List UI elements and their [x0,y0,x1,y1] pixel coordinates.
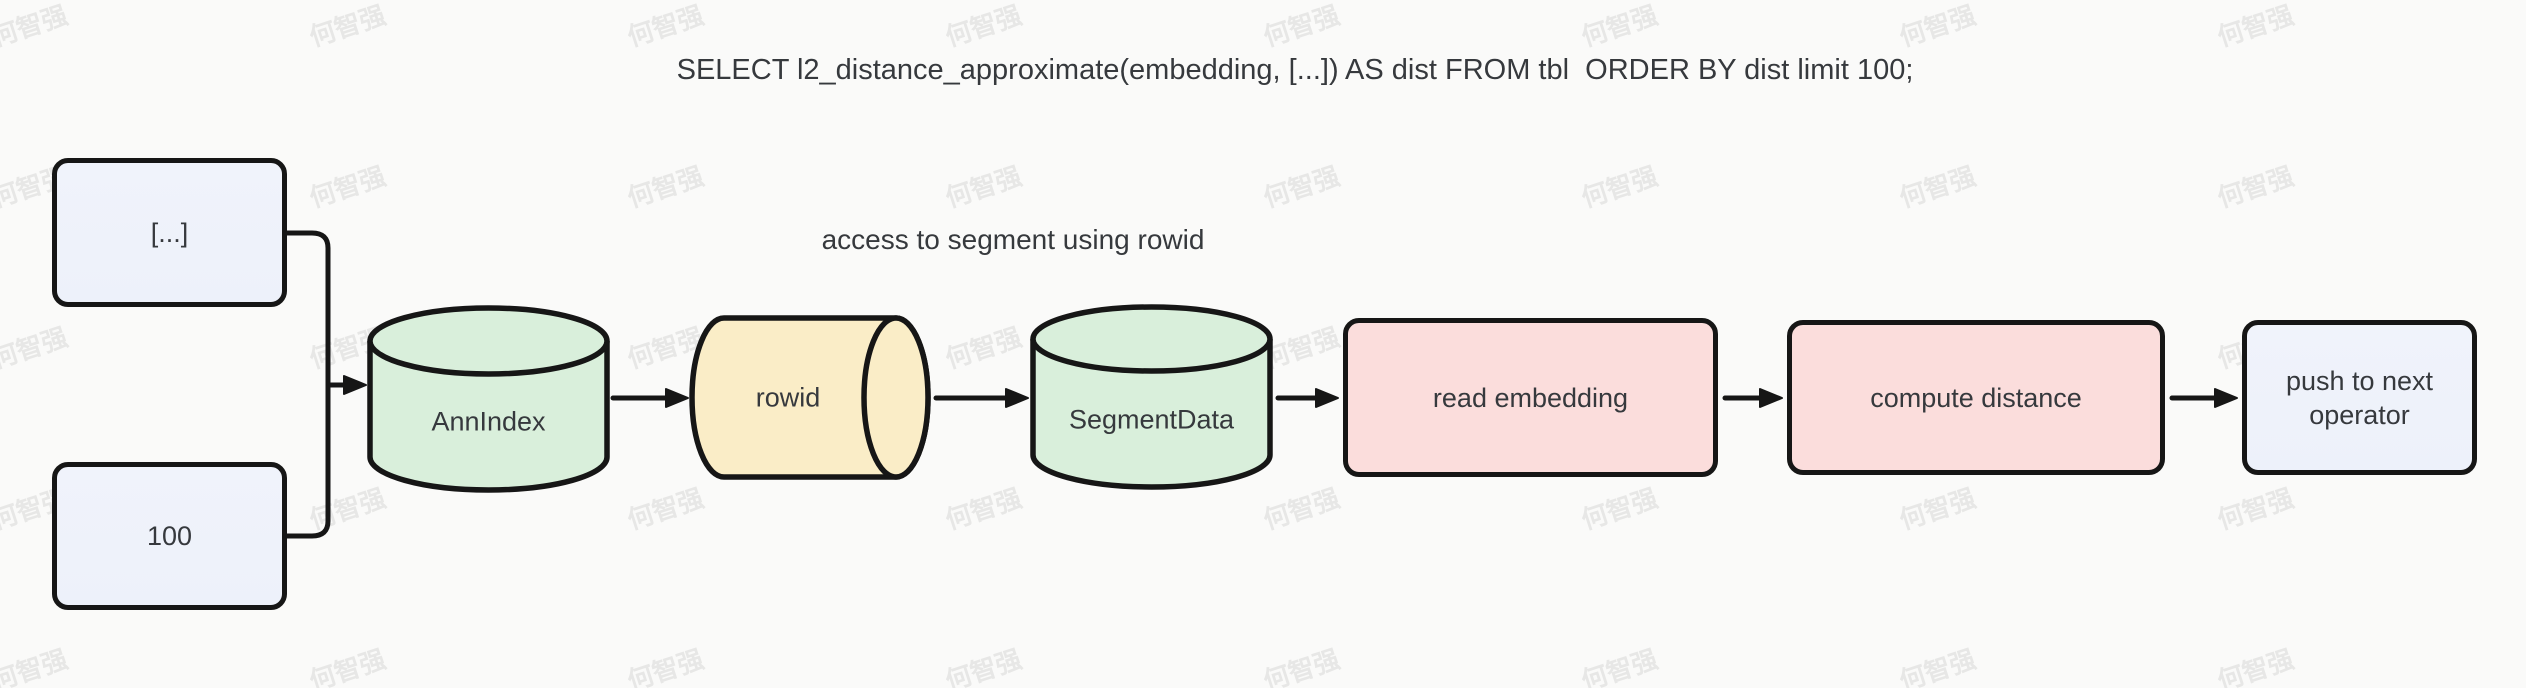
query-vector-box: [...] [52,158,287,307]
ann-index-cylinder: AnnIndex [366,304,611,494]
pipe-cylinder-icon [689,315,931,480]
watermark-text: 何智强 [623,643,708,688]
database-cylinder-icon [1030,304,1273,490]
watermark-text: 何智强 [1577,160,1662,214]
watermark-text: 何智强 [1895,160,1980,214]
read-embedding-label: read embedding [1432,382,1629,413]
watermark-text: 何智强 [1577,643,1662,688]
database-cylinder-icon [367,305,610,493]
limit-box: 100 [52,462,287,610]
rowid-cylinder: rowid [688,314,932,481]
watermark-text: 何智强 [305,160,390,214]
watermark-text: 何智强 [1577,0,1662,53]
watermark-text: 何智强 [0,321,72,375]
watermark-text: 何智强 [1577,482,1662,536]
flow-arrow-read-compute [1722,388,1783,408]
flow-arrow-rowid-segmentdata [933,388,1029,408]
flow-arrow-segmentdata-read [1275,388,1339,408]
watermark-text: 何智强 [0,0,72,53]
watermark-text: 何智强 [1895,643,1980,688]
watermark-text: 何智强 [941,482,1026,536]
limit-label: 100 [146,521,193,551]
read-embedding-box: read embedding [1343,318,1718,477]
watermark-text: 何智强 [305,0,390,53]
watermark-text: 何智强 [1895,482,1980,536]
sql-query-title: SELECT l2_distance_approximate(embedding… [676,54,1914,86]
watermark-text: 何智强 [1259,160,1344,214]
segment-data-cylinder: SegmentData [1029,303,1274,491]
watermark-text: 何智强 [2213,0,2298,53]
watermark-text: 何智强 [1895,0,1980,53]
watermark-text: 何智强 [305,643,390,688]
access-segment-annotation: access to segment using rowid [821,224,1205,255]
merge-arrow [325,375,367,395]
watermark-text: 何智强 [1259,643,1344,688]
watermark-text: 何智强 [2213,160,2298,214]
compute-distance-box: compute distance [1787,320,2165,475]
watermark-text: 何智强 [0,643,72,688]
compute-distance-label: compute distance [1870,382,2082,413]
watermark-text: 何智强 [623,482,708,536]
merge-bracket-connector [284,230,331,539]
watermark-text: 何智强 [941,321,1026,375]
flow-arrow-compute-push [2169,388,2238,408]
query-vector-label: [...] [150,217,189,248]
watermark-text: 何智强 [941,0,1026,53]
watermark-text: 何智强 [623,0,708,53]
segment-data-label: SegmentData [1068,404,1235,435]
watermark-text: 何智强 [623,160,708,214]
rowid-label: rowid [755,382,821,412]
push-next-operator-label: push to next operator [2285,365,2434,430]
flow-arrow-annindex-rowid [610,388,689,408]
ann-index-label: AnnIndex [431,406,546,437]
watermark-text: 何智强 [2213,643,2298,688]
watermark-text: 何智强 [2213,482,2298,536]
watermark-text: 何智强 [941,643,1026,688]
watermark-text: 何智强 [941,160,1026,214]
push-next-operator-box: push to next operator [2242,320,2477,475]
watermark-text: 何智强 [1259,0,1344,53]
